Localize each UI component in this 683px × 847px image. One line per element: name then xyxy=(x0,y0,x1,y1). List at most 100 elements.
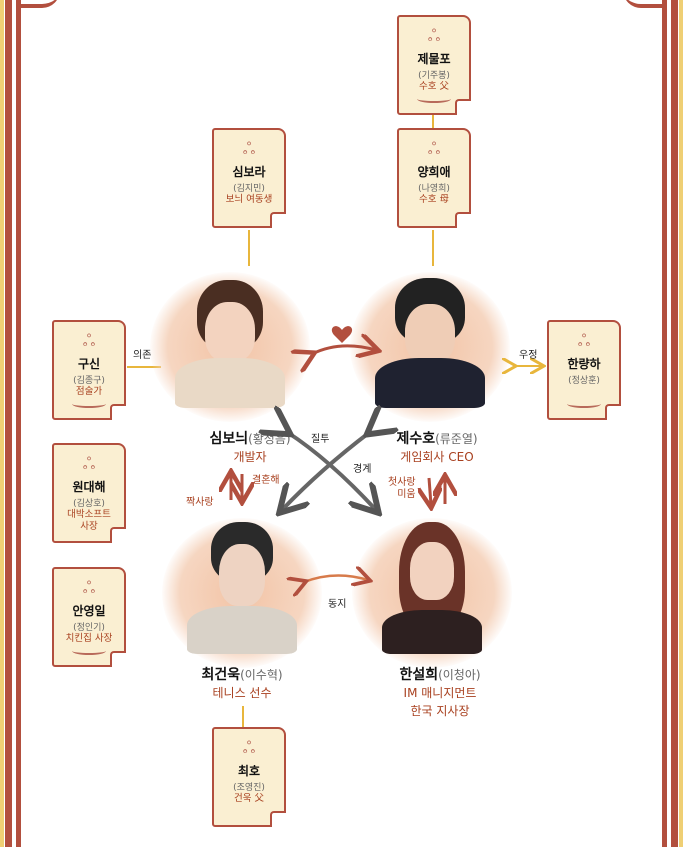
label-choigeonwook: 최건욱(이수혁) 테니스 선수 xyxy=(162,664,322,702)
actor-name: (기주봉) xyxy=(418,71,450,81)
character-name: 최호 xyxy=(237,764,261,778)
character-card-simbora[interactable]: ஃ 심보라 (김지민) 보늬 여동생 xyxy=(212,128,286,228)
relation-first-love-text: 첫사랑 xyxy=(388,477,416,488)
relation-rely: 의존 xyxy=(133,350,152,361)
character-role: 치킨집 사장 xyxy=(65,633,113,644)
body xyxy=(187,606,297,654)
page-curl-icon xyxy=(455,212,471,228)
character-role: 점술가 xyxy=(75,386,103,397)
relation-hate-text: 미움 xyxy=(397,489,416,500)
swirl-icon xyxy=(72,400,106,408)
frame-corner-right xyxy=(623,0,663,8)
character-role: 게임회사 CEO xyxy=(400,450,474,464)
page-curl-icon xyxy=(110,651,126,667)
relation-friendship: 우정 xyxy=(519,350,538,361)
connector-line xyxy=(432,115,434,129)
character-role: 테니스 선수 xyxy=(212,686,272,700)
actor-name: (정상훈) xyxy=(568,376,600,386)
actor-name: (조영진) xyxy=(233,783,265,793)
ornament-icon: ஃ xyxy=(427,26,441,45)
page-curl-icon xyxy=(110,404,126,420)
face xyxy=(405,304,455,364)
ornament-icon: ஃ xyxy=(242,738,256,757)
character-card-hanryangha[interactable]: ஃ 한량하 (정상훈) xyxy=(547,320,621,420)
swirl-icon xyxy=(417,95,451,103)
portrait-jesuho[interactable] xyxy=(350,272,510,422)
character-role: 보늬 여동생 xyxy=(225,194,273,205)
character-role: 수호 父 xyxy=(419,81,449,92)
page-curl-icon xyxy=(270,811,286,827)
character-role: 개발자 xyxy=(233,450,267,464)
character-card-gusin[interactable]: ஃ 구신 (김종구) 점술가 xyxy=(52,320,126,420)
frame-left-bar xyxy=(5,0,12,847)
actor-name: (류준열) xyxy=(435,432,478,446)
page-curl-icon xyxy=(605,404,621,420)
swirl-icon xyxy=(72,647,106,655)
page-curl-icon xyxy=(455,99,471,115)
page-curl-icon xyxy=(110,527,126,543)
character-name: 구신 xyxy=(77,357,101,371)
ornament-icon: ஃ xyxy=(82,454,96,473)
character-role: IM 매니지먼트 xyxy=(403,686,477,700)
frame-left-outer xyxy=(0,0,4,847)
relation-colleague: 동지 xyxy=(328,599,347,610)
character-role: 대박소프트 xyxy=(67,509,111,520)
actor-name: (김종구) xyxy=(73,376,105,386)
body xyxy=(375,358,485,408)
character-card-choiho[interactable]: ஃ 최호 (조영진) 건욱 父 xyxy=(212,727,286,827)
frame-right-line xyxy=(662,0,667,847)
portrait-simbonui[interactable] xyxy=(150,272,310,422)
face xyxy=(205,302,255,362)
actor-name: (김지민) xyxy=(233,184,265,194)
character-card-yanghuiae[interactable]: ஃ 양희애 (나영희) 수호 母 xyxy=(397,128,471,228)
first-love-arrow xyxy=(429,477,431,505)
character-name: 제물포 xyxy=(417,52,451,66)
character-name: 양희애 xyxy=(417,165,451,179)
portrait-choigeonwook[interactable] xyxy=(162,518,322,668)
actor-name: (정인기) xyxy=(73,623,105,633)
face xyxy=(410,542,454,600)
connector-line xyxy=(432,230,434,266)
face xyxy=(219,544,265,606)
actor-name: (김상호) xyxy=(73,499,105,509)
actor-name: (황정음) xyxy=(248,432,291,446)
relation-jealousy: 질투 xyxy=(311,434,330,445)
character-card-anyoungil[interactable]: ஃ 안영일 (정인기) 치킨집 사장 xyxy=(52,567,126,667)
heart-icon xyxy=(331,326,353,343)
connector-line xyxy=(248,230,250,266)
frame-corner-left xyxy=(20,0,60,8)
character-name: 심보늬 xyxy=(209,431,249,447)
actor-name: (나영희) xyxy=(418,184,450,194)
label-jesuho: 제수호(류준열) 게임회사 CEO xyxy=(357,428,517,466)
relation-married: 결혼해 xyxy=(252,475,280,486)
page-curl-icon xyxy=(270,212,286,228)
character-name: 안영일 xyxy=(72,604,106,618)
label-simbonui: 심보늬(황정음) 개발자 xyxy=(170,428,330,466)
character-name: 원대해 xyxy=(72,480,106,494)
character-name: 심보라 xyxy=(232,165,266,179)
ornament-icon: ஃ xyxy=(242,139,256,158)
character-name: 한량하 xyxy=(567,357,601,371)
ornament-icon: ஃ xyxy=(577,331,591,350)
ornament-icon: ஃ xyxy=(427,139,441,158)
character-card-jemulpo[interactable]: ஃ 제물포 (기주봉) 수호 父 xyxy=(397,15,471,115)
character-name: 최건욱 xyxy=(201,667,241,683)
character-role: 건욱 父 xyxy=(234,793,264,804)
label-hanseolhui: 한설희(이청아) IM 매니지먼트 한국 지사장 xyxy=(360,664,520,720)
frame-right-outer xyxy=(679,0,683,847)
frame-right-bar xyxy=(671,0,678,847)
actor-name: (이수혁) xyxy=(240,668,283,682)
character-role: 한국 지사장 xyxy=(410,704,470,718)
connector-line xyxy=(242,706,244,728)
frame-left-line xyxy=(16,0,21,847)
character-role: 사장 xyxy=(80,521,98,532)
ornament-icon: ஃ xyxy=(82,331,96,350)
relation-crush: 짝사랑 xyxy=(186,497,214,508)
portrait-hanseolhui[interactable] xyxy=(352,518,512,668)
body xyxy=(175,358,285,408)
swirl-icon xyxy=(567,400,601,408)
character-card-wondaehae[interactable]: ஃ 원대해 (김상호) 대박소프트 사장 xyxy=(52,443,126,543)
ornament-icon: ஃ xyxy=(82,578,96,597)
